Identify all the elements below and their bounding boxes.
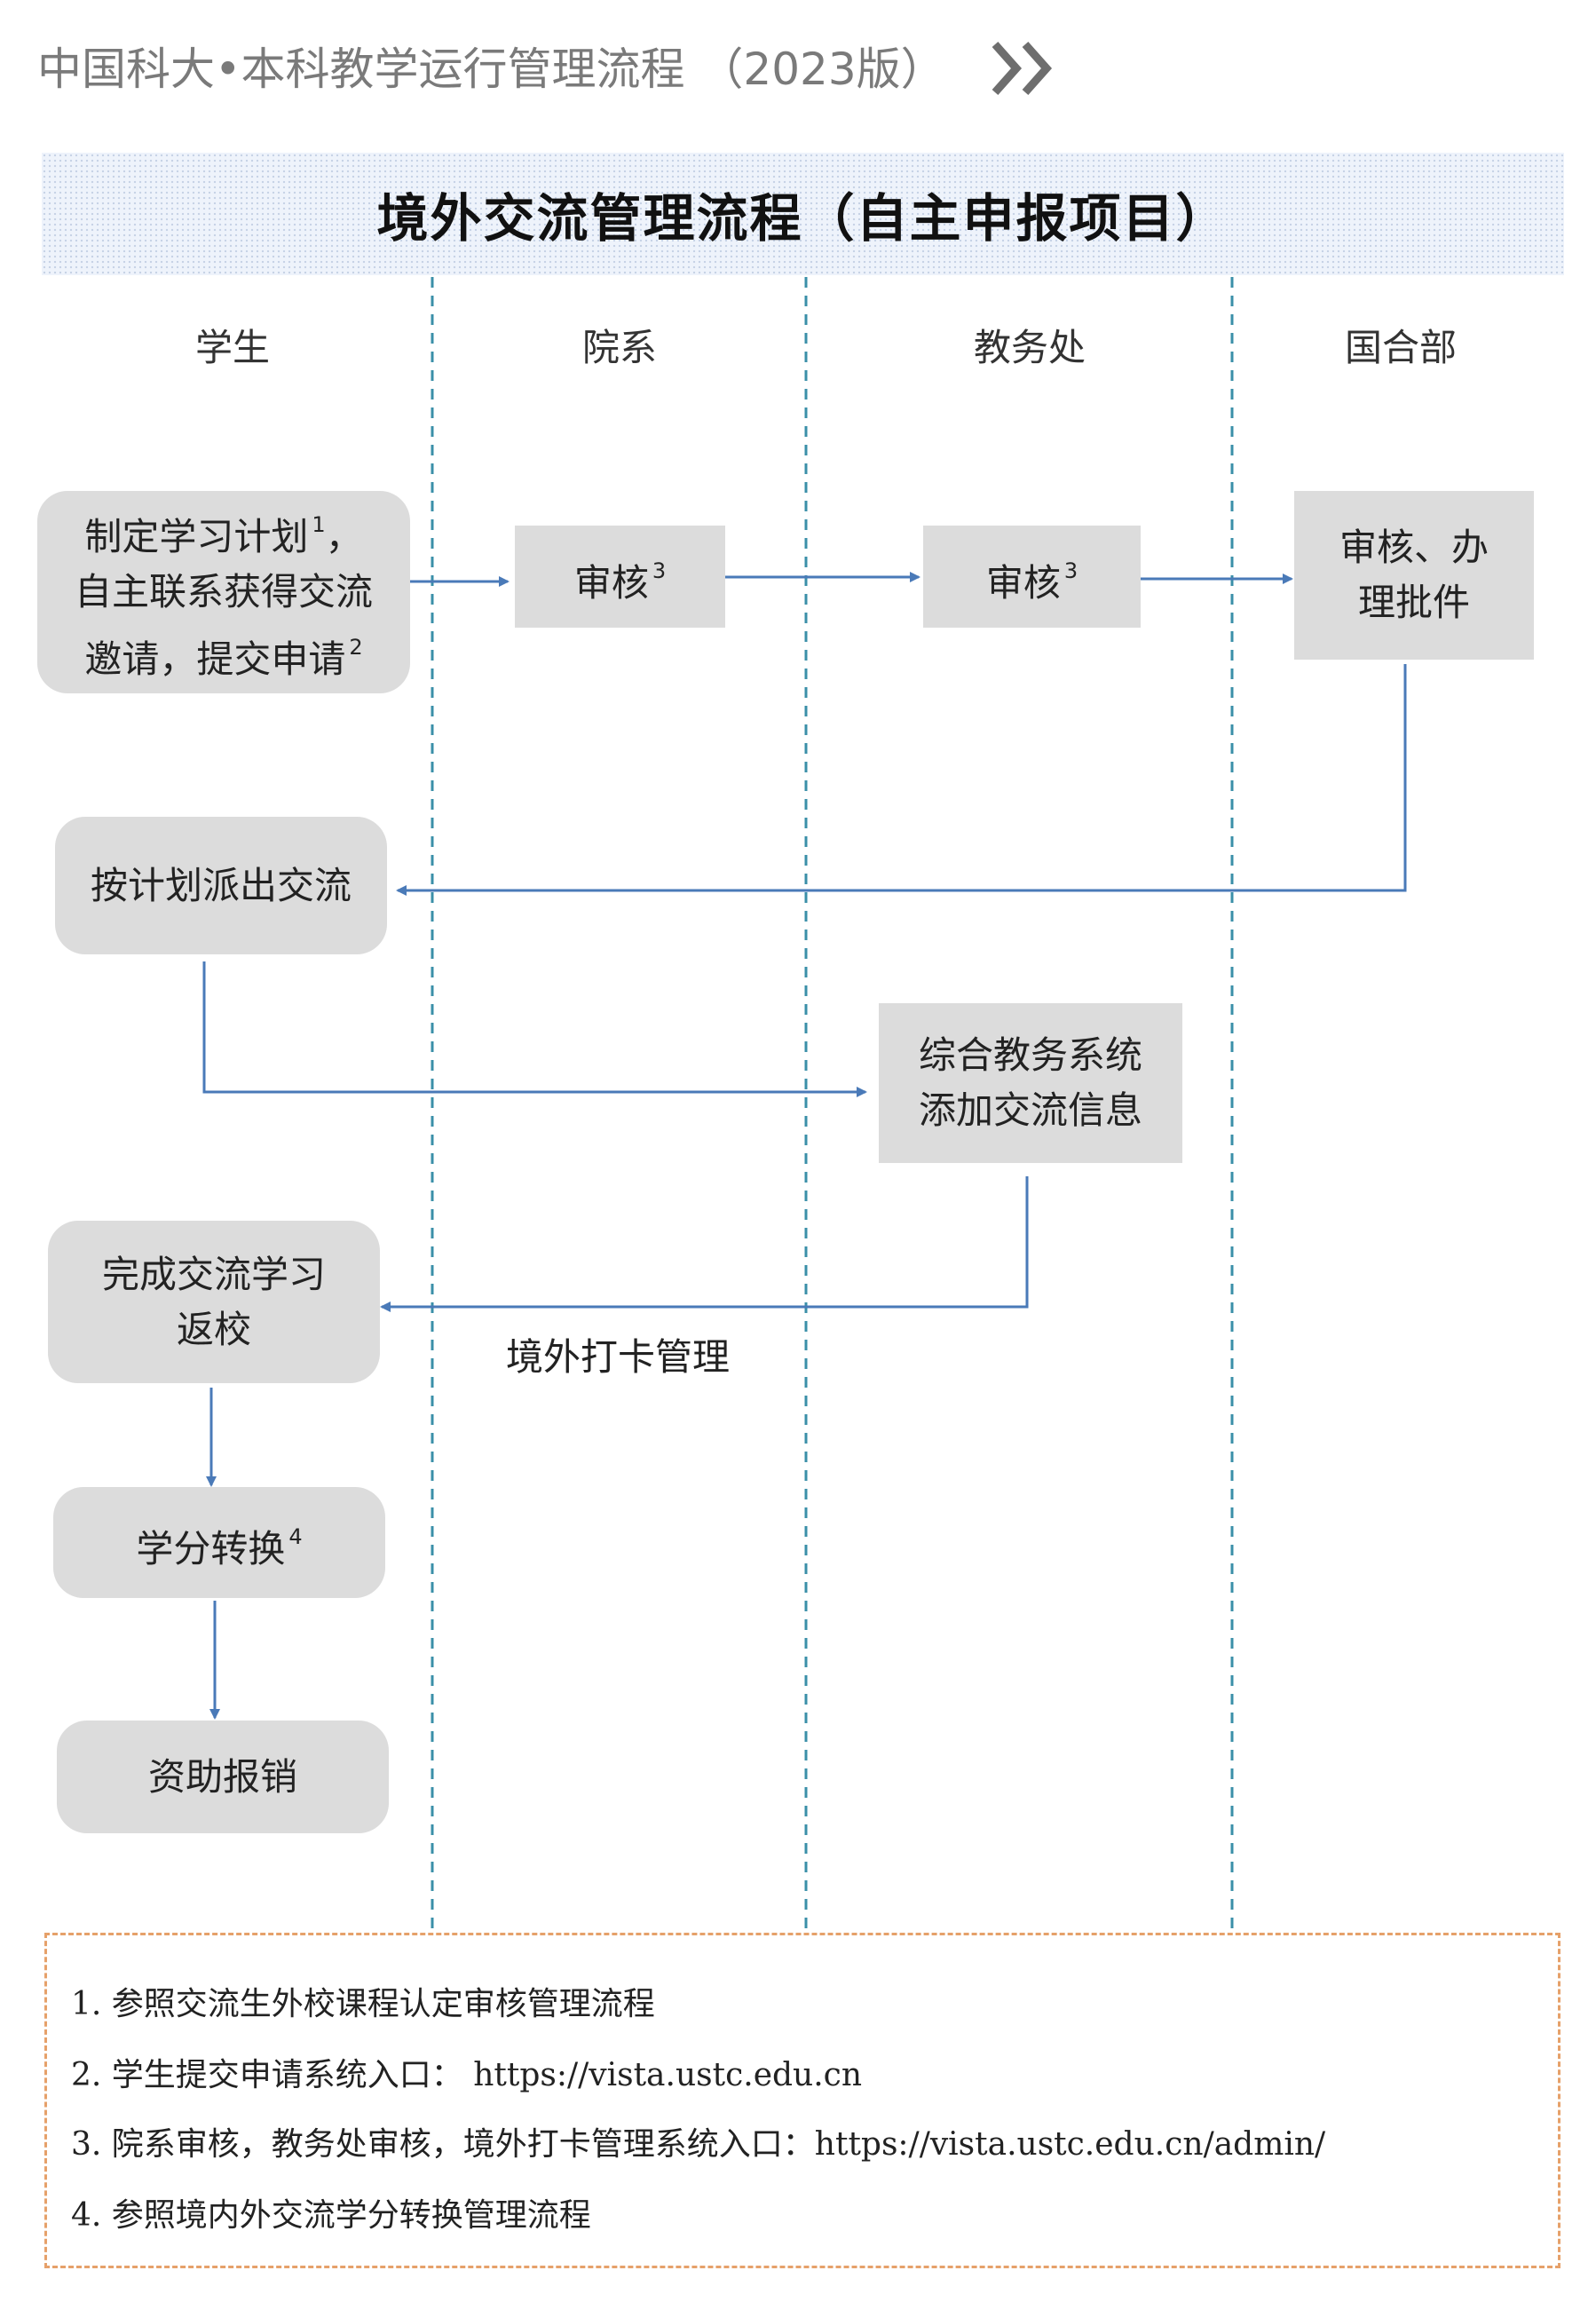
lane-header-international-office: 国合部 [1344, 326, 1457, 369]
node-funding-reimbursement: 资助报销 [57, 1721, 389, 1833]
chevrons-icon [992, 42, 1053, 95]
footnote-1: 1. 参照交流生外校课程认定审核管理流程 [71, 1986, 655, 2022]
page-header-title: 中国科大•本科教学运行管理流程 （2023版） [37, 44, 945, 95]
edge-label-checkin: 境外打卡管理 [506, 1335, 731, 1379]
diagram-title: 境外交流管理流程（自主申报项目） [376, 188, 1229, 249]
node-international-approval: 审核、办 理批件 [1294, 491, 1534, 660]
node-finish-exchange: 完成交流学习 返校 [48, 1221, 380, 1383]
node-add-exchange-info: 综合教务系统 添加交流信息 [879, 1003, 1182, 1163]
lane-header-department: 院系 [581, 326, 657, 369]
footnote-3: 3. 院系审核，教务处审核，境外打卡管理系统入口：https://vista.u… [71, 2126, 1326, 2163]
arrow-dispatch-to-add-info [202, 961, 867, 1097]
lane-header-academic-office: 教务处 [973, 326, 1086, 369]
diagram-title-banner: 境外交流管理流程（自主申报项目） [42, 153, 1564, 275]
footnotes-box [44, 1933, 1560, 2268]
node-dispatch-exchange: 按计划派出交流 [55, 817, 387, 954]
footnote-4: 4. 参照境内外交流学分转换管理流程 [71, 2197, 591, 2234]
arrow-add-info-to-finish [380, 1176, 1029, 1312]
lane-header-student: 学生 [194, 326, 270, 369]
lane-dividers [431, 277, 1234, 1931]
arrow-approve-to-dispatch [396, 664, 1407, 896]
footnote-2: 2. 学生提交申请系统入口： https://vista.ustc.edu.cn [71, 2057, 863, 2093]
